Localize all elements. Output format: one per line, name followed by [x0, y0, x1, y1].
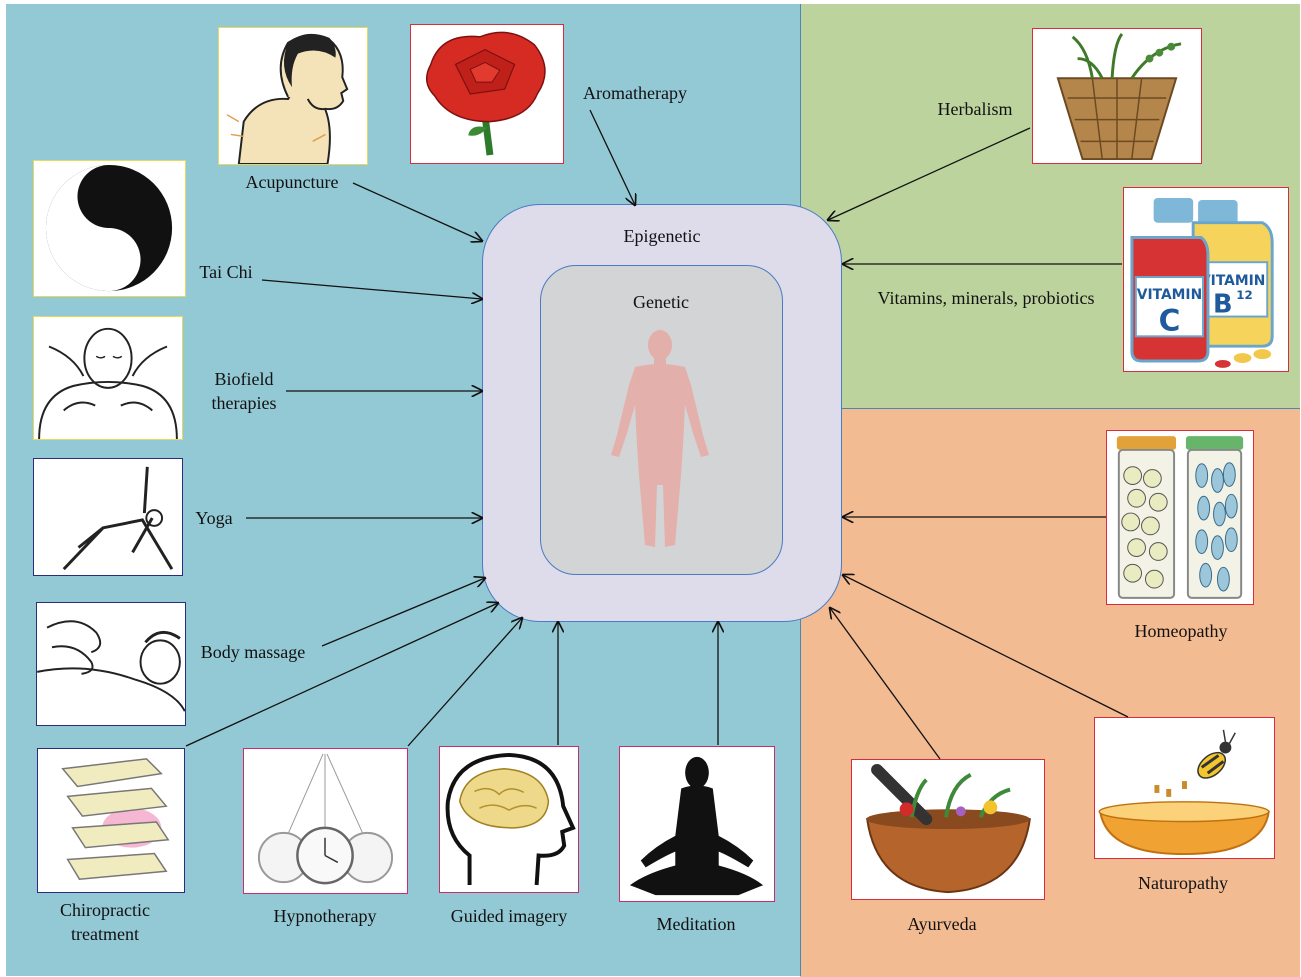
mortar-herbs-icon: [852, 760, 1044, 899]
massage-icon: [37, 603, 185, 725]
guided-imagery-image: [439, 746, 579, 893]
brain-head-icon: [440, 747, 578, 892]
biofield-label-line1: Biofield: [215, 367, 274, 391]
aromatherapy-label: Aromatherapy: [583, 81, 687, 105]
herbalism-image: [1032, 28, 1202, 164]
acupuncture-image: [218, 27, 368, 165]
aromatherapy-image: [410, 24, 564, 164]
chiropractic-image: [37, 748, 185, 893]
tai-chi-label: Tai Chi: [199, 260, 252, 284]
vitamin-bottles-icon: VITAMIN B 12 VITAMIN C: [1124, 188, 1288, 371]
epigenetic-label: Epigenetic: [624, 224, 701, 248]
herbalism-label: Herbalism: [938, 97, 1013, 121]
acupuncture-icon: [219, 28, 367, 164]
bee-bowl-icon: [1095, 718, 1274, 858]
svg-text:定: 定: [92, 240, 126, 279]
naturopathy-image: [1094, 717, 1275, 859]
genetic-label: Genetic: [633, 290, 689, 314]
ayurveda-label: Ayurveda: [907, 912, 976, 936]
hypnotherapy-label: Hypnotherapy: [274, 904, 377, 928]
meditation-label: Meditation: [657, 912, 736, 936]
herb-basket-icon: [1033, 29, 1201, 163]
yoga-image: [33, 458, 183, 576]
pill-jars-icon: [1107, 431, 1253, 604]
body-massage-image: [36, 602, 186, 726]
yoga-label: Yoga: [195, 506, 232, 530]
yoga-pose-icon: [34, 459, 182, 575]
panel-divider-horizontal: [800, 408, 1300, 409]
bottle-right-letter: B: [1213, 290, 1233, 320]
acupuncture-label: Acupuncture: [246, 170, 339, 194]
ayurveda-image: [851, 759, 1045, 900]
bottle-left-brand: VITAMIN: [1137, 287, 1202, 303]
pocket-watch-icon: [244, 749, 407, 893]
meditation-icon: [620, 747, 774, 901]
tai-chi-image: 中 定: [33, 160, 186, 297]
yin-yang-icon: 中 定: [34, 161, 185, 296]
hypnotherapy-image: [243, 748, 408, 894]
human-body-silhouette-icon: [585, 325, 735, 555]
bottle-right-subscript: 12: [1236, 288, 1252, 302]
rose-icon: [411, 25, 563, 163]
bottle-left-letter: C: [1159, 302, 1181, 337]
chiropractic-label-line1: Chiropractic: [60, 898, 150, 922]
healing-hands-icon: [34, 317, 182, 439]
vitamins-image: VITAMIN B 12 VITAMIN C: [1123, 187, 1289, 372]
vitamins-label: Vitamins, minerals, probiotics: [878, 286, 1095, 310]
svg-text:中: 中: [92, 185, 126, 224]
naturopathy-label: Naturopathy: [1138, 871, 1228, 895]
meditation-image: [619, 746, 775, 902]
homeopathy-image: [1106, 430, 1254, 605]
chiropractic-label-line2: treatment: [71, 922, 139, 946]
guided-imagery-label: Guided imagery: [451, 904, 567, 928]
body-massage-label: Body massage: [201, 640, 305, 664]
homeopathy-label: Homeopathy: [1135, 619, 1228, 643]
biofield-image: [33, 316, 183, 440]
bottle-right-brand: VITAMIN: [1200, 273, 1265, 289]
spine-icon: [38, 749, 184, 892]
biofield-label-line2: therapies: [212, 391, 277, 415]
